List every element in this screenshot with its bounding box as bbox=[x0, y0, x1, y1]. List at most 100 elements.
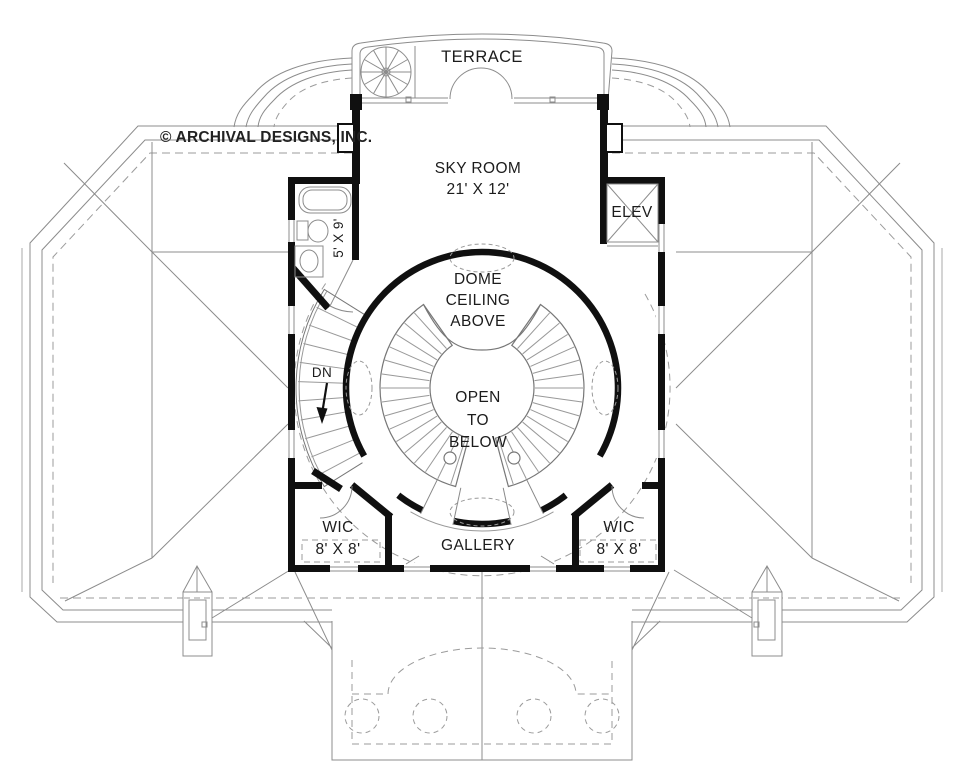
elev-top-wall bbox=[600, 177, 665, 184]
tread-line bbox=[385, 59, 408, 73]
bathtub bbox=[298, 186, 352, 214]
tread-line bbox=[530, 409, 575, 430]
sink-basin bbox=[299, 249, 319, 273]
stair-chute-walls bbox=[420, 479, 544, 526]
elev-west-wall bbox=[600, 184, 607, 244]
tread-line bbox=[389, 346, 434, 367]
wic-left-shelf-dashed bbox=[301, 539, 381, 563]
dome-label-3: ABOVE bbox=[450, 313, 505, 330]
lower-roof-hips bbox=[211, 569, 753, 651]
open-below-label-1: OPEN bbox=[455, 389, 501, 406]
left-turret-base-mark bbox=[201, 621, 208, 628]
windows bbox=[286, 123, 667, 574]
terrace-floor-wall bbox=[362, 97, 598, 104]
wic-right-diagonal-wall bbox=[570, 482, 615, 520]
lower-roof bbox=[60, 569, 900, 651]
tread-line bbox=[364, 59, 387, 73]
elevator-label: ELEV bbox=[611, 204, 652, 221]
portico-column bbox=[412, 698, 448, 734]
tread-line bbox=[316, 306, 360, 329]
wic-right-shelf-dashed bbox=[579, 539, 657, 563]
left-turret-window bbox=[188, 599, 207, 641]
wic-right-top-wall bbox=[642, 482, 665, 489]
tread-line bbox=[414, 312, 447, 349]
dn-stair-curb bbox=[298, 290, 328, 486]
terrace-area bbox=[233, 33, 731, 128]
rotunda-niches bbox=[345, 243, 619, 527]
tread-line bbox=[364, 71, 387, 85]
bath-diagonal-wall bbox=[288, 263, 331, 311]
tread-line bbox=[522, 421, 560, 454]
tread-line bbox=[299, 361, 347, 370]
down-arrow bbox=[316, 382, 329, 424]
terrace-wall-mark bbox=[405, 96, 412, 103]
bathtub-inner bbox=[302, 189, 348, 211]
diagonal-walls bbox=[288, 263, 615, 520]
niche-right bbox=[591, 360, 619, 416]
tread-line bbox=[298, 397, 346, 402]
dn-label: DN bbox=[312, 365, 332, 380]
structural-walls bbox=[288, 94, 665, 572]
copyright-text: © ARCHIVAL DESIGNS, INC. bbox=[160, 129, 372, 146]
skyroom-west-wall bbox=[352, 94, 360, 184]
bottom-wall-windows bbox=[330, 555, 630, 574]
dn-stair-treads bbox=[298, 306, 362, 475]
tread-line bbox=[517, 312, 550, 349]
tread-line bbox=[308, 324, 354, 342]
wic-right-west-wall bbox=[572, 513, 579, 572]
volute-right bbox=[507, 451, 521, 465]
tread-line bbox=[381, 394, 430, 403]
tread-line bbox=[298, 381, 346, 384]
portico-column bbox=[584, 698, 620, 734]
tread-line bbox=[389, 409, 434, 430]
tread-line bbox=[532, 402, 580, 417]
stair-foot-wall bbox=[311, 468, 343, 492]
bath-top-wall bbox=[288, 177, 360, 184]
tread-line bbox=[450, 438, 467, 485]
left-wing-eave-dashed bbox=[52, 152, 352, 583]
tread-line bbox=[532, 359, 580, 374]
terrace-curve-left bbox=[233, 57, 353, 128]
down-staircase bbox=[295, 288, 368, 488]
tread-line bbox=[396, 415, 438, 442]
wic-right-door bbox=[611, 485, 645, 519]
niche-left bbox=[345, 360, 373, 416]
niche-bottom bbox=[449, 497, 515, 527]
terrace-curve-right bbox=[611, 57, 731, 128]
volute-left bbox=[443, 451, 457, 465]
tread-line bbox=[311, 438, 356, 458]
tread-line bbox=[404, 322, 442, 355]
tread-line bbox=[319, 451, 362, 475]
tread-line bbox=[304, 425, 351, 440]
left-outer-wall bbox=[288, 177, 295, 572]
toilet-bowl bbox=[307, 219, 329, 243]
terrace-door-arcs bbox=[449, 67, 513, 100]
tread-line bbox=[511, 431, 539, 473]
bath-dims: 5' X 9' bbox=[331, 218, 346, 257]
skyroom-dims: 21' X 12' bbox=[447, 181, 510, 198]
right-wing-outer-edge bbox=[612, 125, 935, 623]
wic-left-dims: 8' X 8' bbox=[316, 541, 361, 558]
right-turret-window bbox=[757, 599, 776, 641]
tread-line bbox=[534, 394, 583, 403]
right-outer-wall bbox=[658, 177, 665, 572]
left-wing-hips bbox=[63, 162, 289, 602]
open-below-label-3: BELOW bbox=[449, 434, 507, 451]
corner-turrets bbox=[182, 564, 783, 657]
tread-line bbox=[373, 71, 387, 94]
wic-right-dims: 8' X 8' bbox=[597, 541, 642, 558]
wic-left-diagonal-wall bbox=[349, 482, 394, 520]
right-wing-hips bbox=[675, 162, 901, 602]
bottom-wall bbox=[288, 565, 665, 572]
niche-top bbox=[449, 243, 515, 273]
tread-line bbox=[522, 322, 560, 355]
open-below-label-2: TO bbox=[467, 412, 489, 429]
tread-line bbox=[384, 402, 432, 417]
right-wing-eave-dashed bbox=[612, 152, 912, 583]
right-wall-windows bbox=[656, 224, 667, 458]
left-wing-outer-edge bbox=[29, 125, 352, 623]
tread-line bbox=[385, 71, 408, 85]
stairwell-notch-curb bbox=[422, 304, 542, 351]
